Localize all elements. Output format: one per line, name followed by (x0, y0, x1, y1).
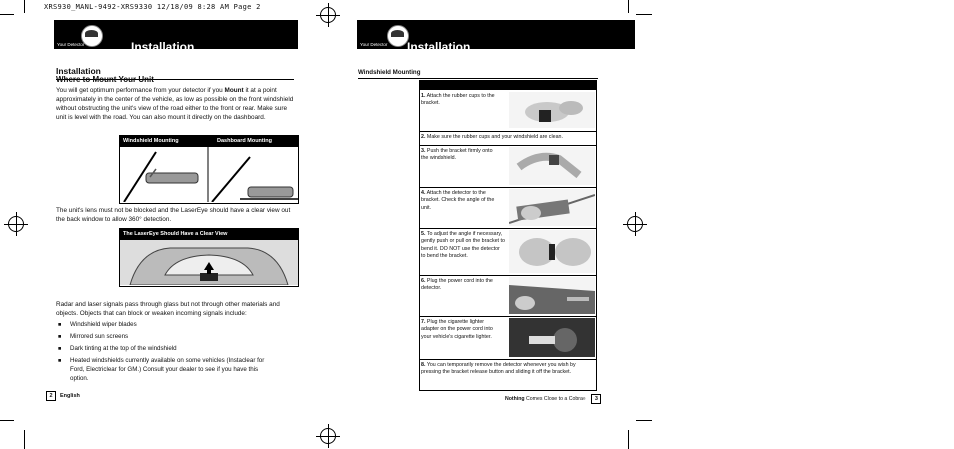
header-subtitle: Your Detector (57, 42, 85, 47)
crop-mark (24, 0, 25, 13)
registration-mark (316, 424, 340, 448)
step-1: 1. Attach the rubber cups to the bracket… (419, 90, 597, 132)
lasereye-figure: The LaserEye Should Have a Clear View (119, 228, 299, 287)
print-slug: XRS930_MANL-9492-XRS9330 12/18/09 8:28 A… (44, 3, 261, 11)
section-heading: Installation (56, 61, 294, 80)
mounting-illustration (123, 147, 298, 202)
detective-logo-icon (387, 25, 409, 47)
step-6: 6. Plug the power cord into the detector… (419, 275, 597, 317)
header-title: Installation (407, 40, 471, 54)
lasereye-paragraph: The unit's lens must not be blocked and … (56, 207, 291, 223)
header-title: Installation (131, 40, 195, 54)
blocking-objects-list: Windshield wiper blades Mirrored sun scr… (58, 321, 273, 386)
figure-label-windshield: Windshield Mounting (123, 138, 179, 144)
figure-label-dashboard: Dashboard Mounting (217, 138, 272, 144)
registration-mark (623, 212, 647, 236)
list-item: Heated windshields currently available o… (58, 357, 273, 384)
left-footer: 2 English (46, 391, 80, 401)
page-number: 2 (46, 391, 56, 401)
rubber-cup-photo (509, 92, 595, 128)
right-footer: Nothing Comes Close to a Cobra® 3 (505, 394, 602, 404)
section-rule (358, 78, 598, 79)
header-subtitle: Your Detector (360, 42, 388, 47)
figure-title: The LaserEye Should Have a Clear View (123, 231, 228, 237)
intro-paragraph: You will get optimum performance from yo… (56, 87, 294, 121)
section-label: Windshield Mounting (358, 69, 421, 76)
list-item: Dark tinting at the top of the windshiel… (58, 345, 273, 354)
step-8: 8. You can temporarily remove the detect… (421, 362, 576, 376)
crop-mark (628, 0, 629, 13)
radar-paragraph: Radar and laser signals pass through gla… (56, 301, 280, 317)
subheading: Where to Mount Your Unit (56, 75, 154, 84)
crop-mark (24, 430, 25, 449)
cigarette-lighter-photo (509, 318, 595, 357)
right-header-bar: Your Detector Installation (357, 20, 635, 54)
crop-mark (0, 420, 14, 421)
power-cord-photo (509, 277, 595, 314)
step-4: 4. Attach the detector to the bracket. C… (419, 187, 597, 229)
registration-mark (316, 3, 340, 27)
crop-mark (0, 14, 14, 15)
steps-table-header (419, 80, 597, 90)
rear-window-illustration (120, 240, 298, 285)
list-item: Windshield wiper blades (58, 321, 273, 330)
crop-mark (636, 14, 652, 15)
step-3: 3. Push the bracket firmly onto the wind… (419, 145, 597, 188)
adjust-angle-photo (509, 230, 595, 273)
step-5: 5. To adjust the angle if necessary, gen… (419, 228, 597, 276)
footer-language: English (60, 393, 80, 399)
detective-logo-icon (81, 25, 103, 47)
attach-detector-photo (509, 189, 595, 226)
mounting-figure: Windshield Mounting Dashboard Mounting (119, 135, 299, 204)
crop-mark (636, 420, 652, 421)
page-number: 3 (591, 394, 602, 404)
push-bracket-photo (509, 147, 595, 185)
left-header-bar: Your Detector Installation (54, 20, 298, 54)
step-7: 7. Plug the cigarette lighter adapter on… (419, 316, 597, 360)
registration-mark (4, 212, 28, 236)
list-item: Mirrored sun screens (58, 333, 273, 342)
crop-mark (628, 430, 629, 449)
step-2: 2. Make sure the rubber cups and your wi… (419, 131, 597, 146)
